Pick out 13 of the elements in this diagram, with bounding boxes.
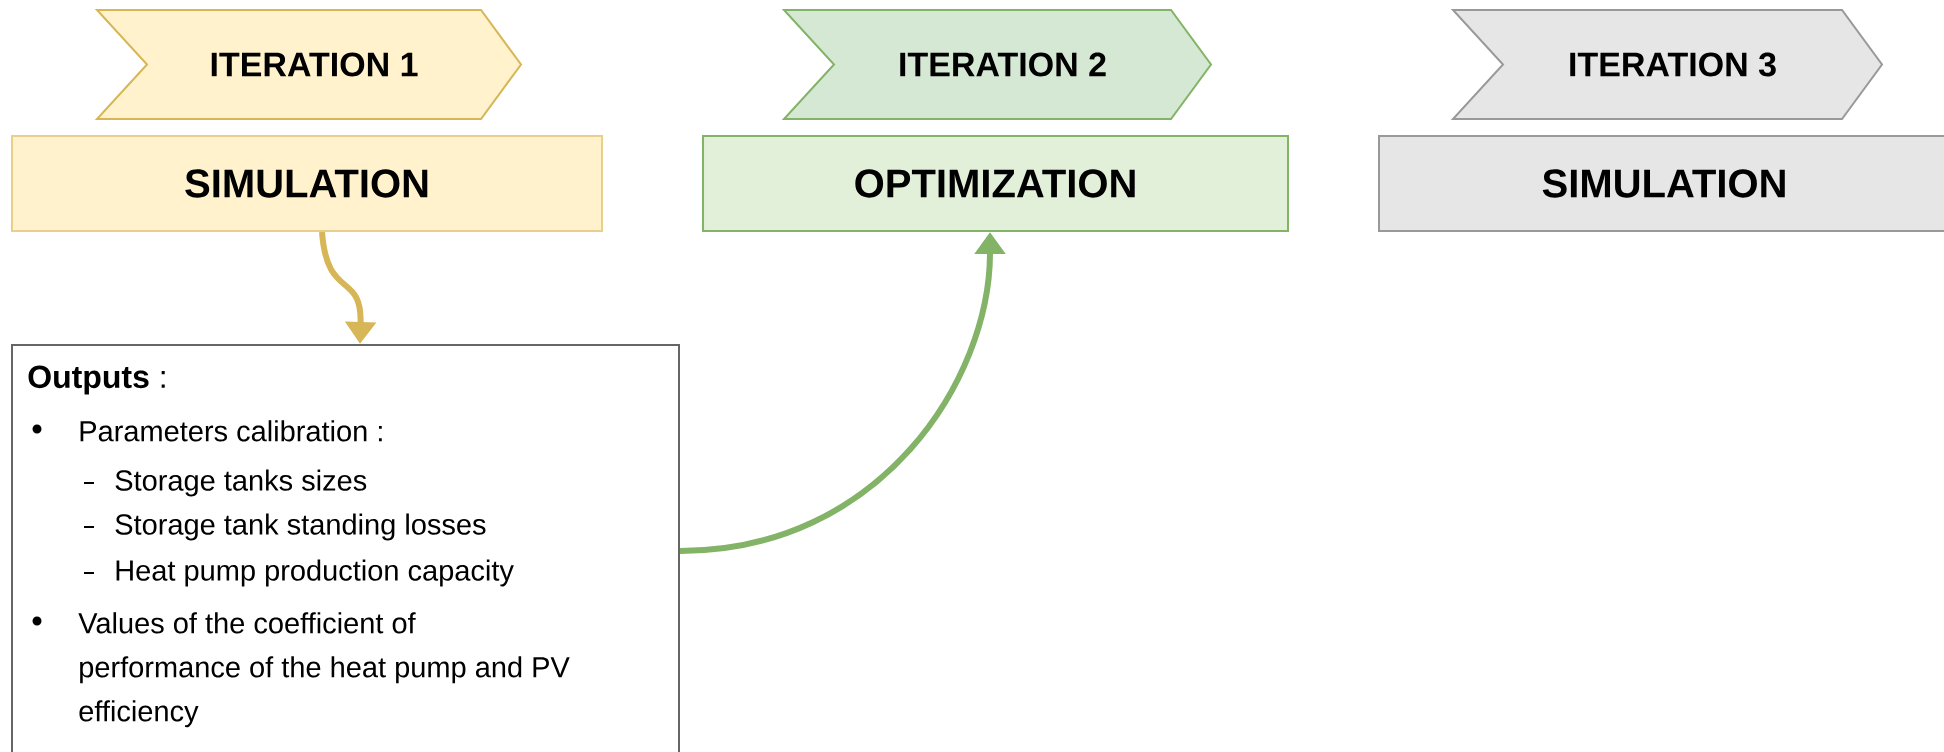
- phase-box: SIMULATION: [1378, 135, 1944, 232]
- phase-box: OPTIMIZATION: [702, 135, 1289, 232]
- step-chevron: ITERATION 2: [781, 9, 1213, 120]
- step-chevron: ITERATION 1: [94, 9, 523, 120]
- phase-box: SIMULATION: [11, 135, 603, 232]
- list-item: Values of the coefficient of performance of the heat pump and PV efficiency: [78, 612, 570, 728]
- step-chevron: ITERATION 3: [1450, 9, 1884, 120]
- sub-item: Storage tanks sizes: [115, 469, 367, 497]
- sub-item: Storage tank standing losses: [115, 513, 486, 541]
- outputs-box: [11, 344, 680, 752]
- list-item: Parameters calibration :: [80, 420, 382, 442]
- sub-item: Heat pump production capacity: [116, 559, 514, 587]
- heading: Outputs :: [28, 365, 165, 395]
